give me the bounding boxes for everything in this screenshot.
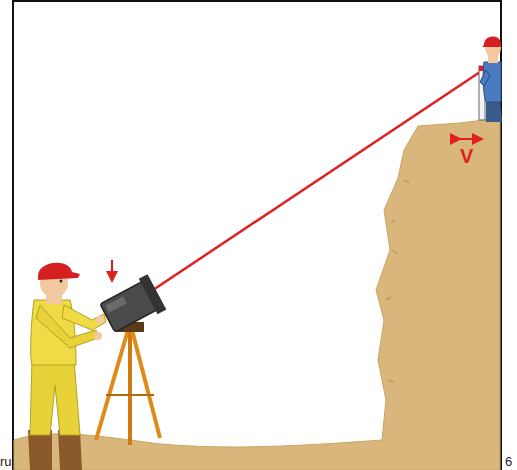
staff-holder: [479, 37, 502, 122]
sight-line: [150, 68, 486, 292]
dimension-label: V: [460, 146, 473, 166]
cliff-texture: [386, 180, 409, 382]
surveyor-left: [28, 263, 106, 470]
footer-fragment: ru: [0, 455, 12, 468]
picture-frame: [13, 1, 501, 470]
level-instrument: [98, 274, 166, 336]
cliff-ground: [14, 118, 500, 470]
pointer-arrow: [111, 260, 113, 277]
tripod: [96, 322, 160, 445]
dimension-arrow: [456, 138, 478, 140]
page-number: 6: [505, 455, 512, 468]
